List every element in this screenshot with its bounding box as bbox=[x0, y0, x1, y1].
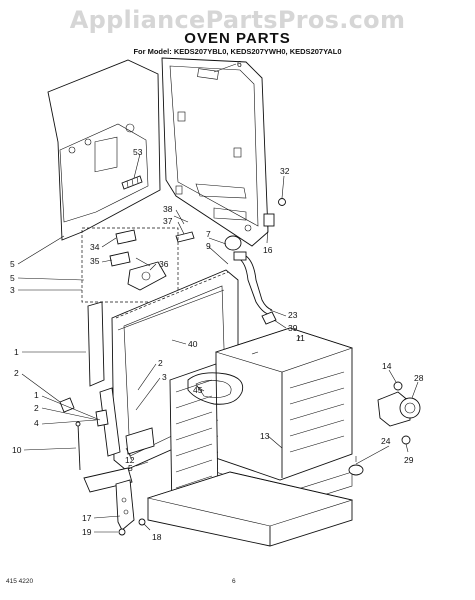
callout: 14 bbox=[382, 361, 392, 371]
oven-cavity bbox=[179, 327, 353, 509]
callout: 35 bbox=[90, 256, 100, 266]
callout: 10 bbox=[12, 445, 22, 455]
part-18-screw bbox=[138, 518, 146, 526]
callout: 5 bbox=[10, 273, 15, 283]
door-hinge-left bbox=[99, 387, 121, 457]
callout: 3 bbox=[162, 372, 167, 382]
part-39-grommet bbox=[261, 311, 277, 325]
callout-labels: 6 53 32 38 37 7 9 34 35 36 16 5 5 3 23 3… bbox=[10, 59, 424, 542]
callout: 18 bbox=[152, 532, 162, 542]
callout: 3 bbox=[10, 285, 15, 295]
callout: 1 bbox=[34, 390, 39, 400]
callout: 24 bbox=[381, 436, 391, 446]
callout: 1 bbox=[14, 347, 19, 357]
callout: 9 bbox=[206, 241, 211, 251]
callout: 32 bbox=[280, 166, 290, 176]
component-box bbox=[81, 227, 179, 303]
callout: 11 bbox=[296, 333, 305, 343]
callout: 5 bbox=[128, 463, 133, 473]
callout: 29 bbox=[404, 455, 414, 465]
footer-page-number: 6 bbox=[232, 578, 236, 585]
part-14-washer bbox=[393, 381, 403, 391]
watermark: AppliancePartsPros.com bbox=[69, 6, 406, 34]
back-cover-panel bbox=[161, 57, 269, 247]
callout: 2 bbox=[158, 358, 163, 368]
vent-tube bbox=[237, 257, 269, 315]
hinge-arm bbox=[115, 479, 135, 531]
callout: 34 bbox=[90, 242, 100, 252]
callout: 40 bbox=[188, 339, 198, 349]
callout: 13 bbox=[260, 431, 270, 441]
side-trim bbox=[87, 301, 105, 387]
callout: 36 bbox=[159, 259, 169, 269]
part-19-screw bbox=[118, 528, 126, 536]
part-37-bracket bbox=[175, 231, 195, 243]
hinge-bracket bbox=[83, 467, 133, 493]
part-45-element bbox=[187, 372, 244, 405]
callout: 5 bbox=[10, 259, 15, 269]
callout: 28 bbox=[414, 373, 424, 383]
callout: 16 bbox=[263, 245, 273, 255]
callout: 17 bbox=[82, 513, 92, 523]
callout: 45 bbox=[193, 385, 203, 395]
callout: 38 bbox=[163, 204, 173, 214]
callout: 2 bbox=[34, 403, 39, 413]
part-32-screw bbox=[278, 198, 286, 206]
callout: 4 bbox=[34, 418, 39, 428]
callout: 39 bbox=[288, 323, 298, 333]
footer-code: 415 4220 bbox=[6, 578, 34, 585]
part-7-plug bbox=[224, 235, 242, 251]
page-title: OVEN PARTS bbox=[184, 30, 291, 47]
part-10-rod bbox=[77, 423, 81, 471]
callout: 12 bbox=[125, 455, 135, 465]
part-24-leveler bbox=[348, 456, 364, 476]
callout: 37 bbox=[163, 216, 173, 226]
callout: 6 bbox=[237, 59, 242, 69]
part-53-terminal bbox=[121, 175, 143, 190]
part-2-spring bbox=[59, 397, 75, 413]
callout: 19 bbox=[82, 527, 92, 537]
thermostat-assembly bbox=[109, 229, 167, 291]
model-line: For Model: KEDS207YBL0, KEDS207YWH0, KED… bbox=[133, 47, 342, 56]
latch-bracket bbox=[125, 427, 155, 455]
leader-lines bbox=[17, 63, 419, 533]
callout: 2 bbox=[14, 368, 19, 378]
callout: 23 bbox=[288, 310, 298, 320]
callout: 7 bbox=[206, 229, 211, 239]
part-29-knob bbox=[401, 435, 411, 445]
callout: 53 bbox=[133, 147, 143, 157]
part-16-clip bbox=[263, 213, 275, 227]
rear-panel bbox=[47, 59, 161, 241]
part-28-selector bbox=[377, 391, 421, 427]
